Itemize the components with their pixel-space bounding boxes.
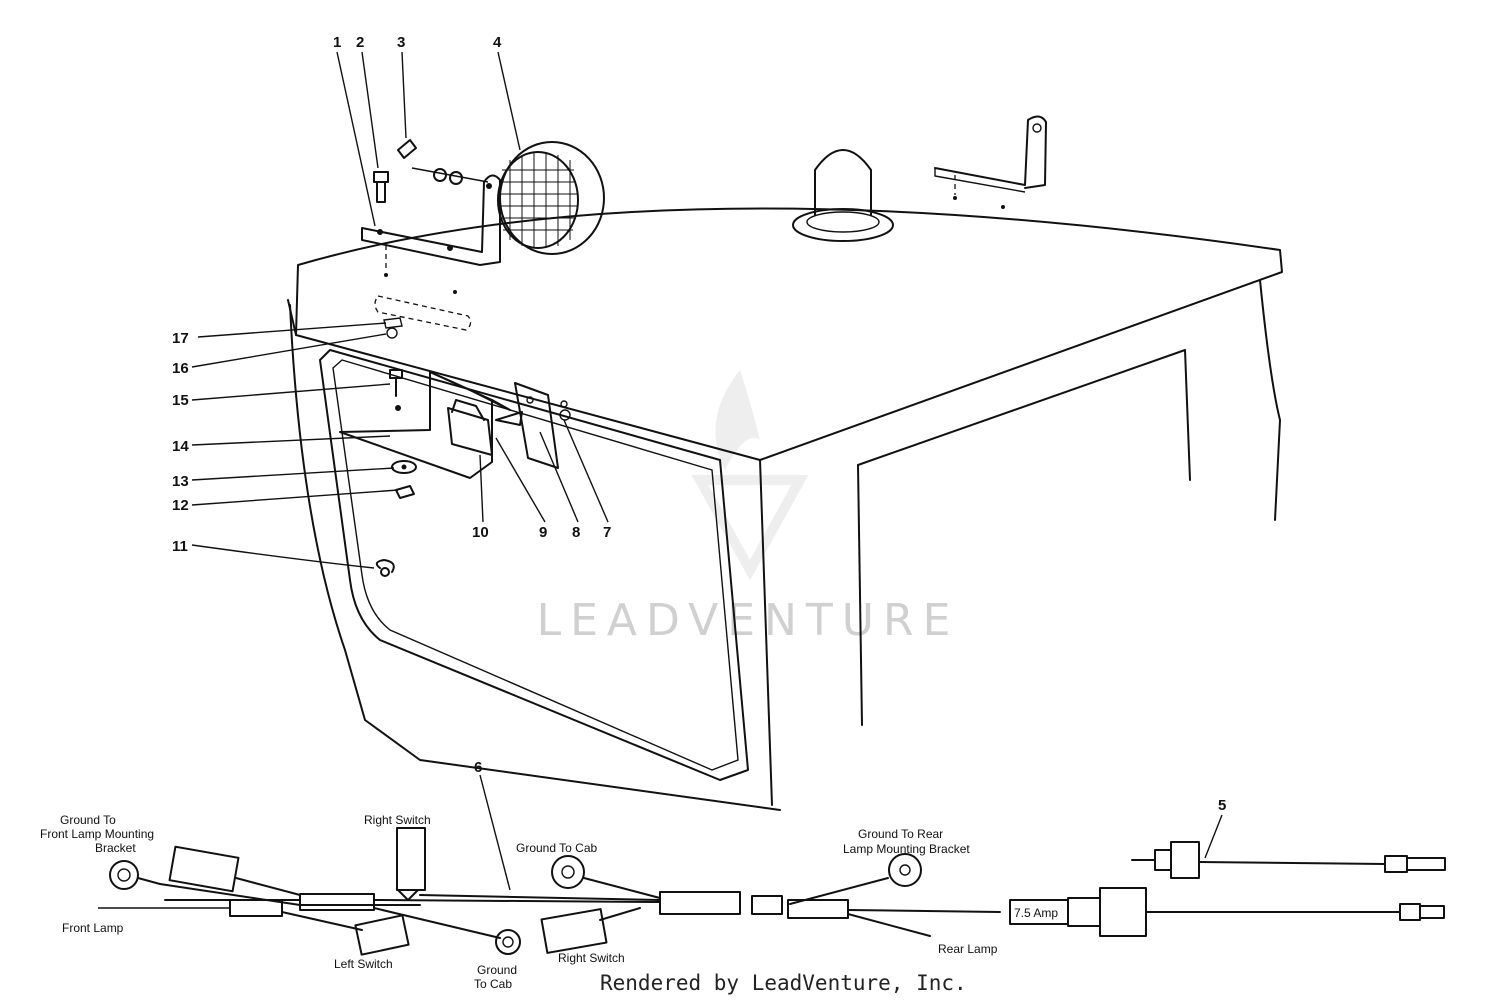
switch-bracket-assembly: [339, 295, 571, 577]
label-fuse: 7.5 Amp: [1014, 906, 1058, 920]
label-ground-front-2: Front Lamp Mounting: [40, 827, 154, 841]
callout-numbers: 1 2 3 4 5 6 7 8 9 10 11 12 13 14 15 16 1…: [172, 34, 1226, 814]
callout-9: 9: [539, 524, 547, 541]
cab-body: [289, 279, 1281, 811]
label-ground-front-3: Bracket: [95, 841, 136, 855]
label-left-switch: Left Switch: [334, 957, 393, 971]
wiring-harness: [98, 827, 1446, 956]
callout-1: 1: [333, 34, 341, 51]
callout-13: 13: [172, 473, 189, 490]
label-ground-rear-1: Ground To Rear: [858, 827, 943, 841]
front-lamp-assembly: [361, 139, 605, 294]
callout-7: 7: [603, 524, 611, 541]
watermark-logo: [691, 370, 809, 581]
label-rear-lamp: Rear Lamp: [938, 942, 998, 956]
watermark-text: LEADVENTURE: [537, 595, 960, 646]
label-ground-front-1: Ground To: [60, 813, 116, 827]
callout-16: 16: [172, 360, 189, 377]
callout-12: 12: [172, 497, 189, 514]
label-ground-cab-bottom-2: To Cab: [474, 977, 512, 991]
label-ground-rear-2: Lamp Mounting Bracket: [843, 842, 970, 856]
footer-credit: Rendered by LeadVenture, Inc.: [600, 971, 967, 995]
label-front-lamp: Front Lamp: [62, 921, 124, 935]
callout-2: 2: [356, 34, 364, 51]
callout-6: 6: [474, 759, 482, 776]
label-ground-cab-bottom-1: Ground: [477, 963, 517, 977]
callout-8: 8: [572, 524, 580, 541]
callout-5: 5: [1218, 797, 1226, 814]
callout-4: 4: [493, 34, 502, 51]
cab-roof: [287, 207, 1283, 461]
label-right-switch-top: Right Switch: [364, 813, 431, 827]
callout-14: 14: [172, 438, 189, 455]
leader-lines: [191, 51, 1223, 891]
harness-labels: Ground To Front Lamp Mounting Bracket Fr…: [40, 813, 1058, 991]
callout-11: 11: [172, 538, 188, 555]
callout-15: 15: [172, 392, 189, 409]
callout-3: 3: [397, 34, 405, 51]
label-ground-to-cab: Ground To Cab: [516, 841, 597, 855]
callout-10: 10: [472, 524, 489, 541]
rear-lamp-bracket: [934, 115, 1047, 209]
callout-17: 17: [172, 330, 189, 347]
beacon-light: [792, 149, 894, 242]
label-right-switch-bottom: Right Switch: [558, 951, 625, 965]
